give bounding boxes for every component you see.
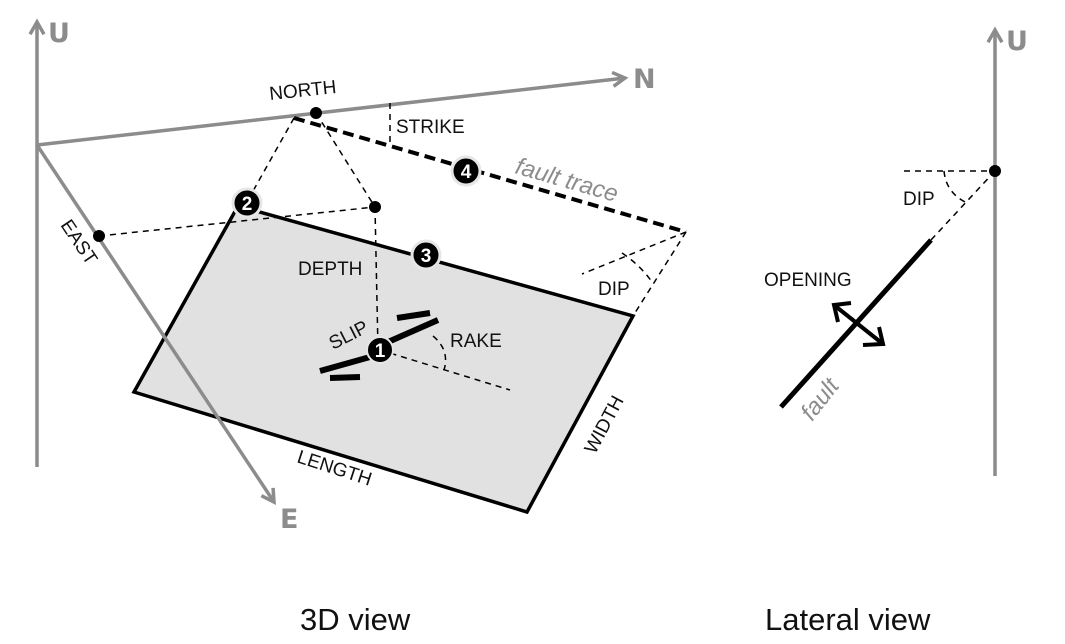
svg-text:2: 2	[242, 194, 253, 215]
lateral-construction-lines	[904, 170, 996, 241]
caption-lateral-view: Lateral view	[765, 602, 931, 637]
lateral-surface-dot	[989, 165, 1001, 177]
east-label: EAST	[56, 216, 101, 269]
svg-text:1: 1	[375, 341, 386, 362]
panel-lateral-view: U DIP OPENING fault Lateral view	[764, 26, 1028, 637]
east-axis-label: E	[280, 504, 298, 535]
north-label: NORTH	[268, 77, 337, 105]
east-axis	[35, 144, 276, 505]
rake-label: RAKE	[450, 331, 502, 352]
north-projection-dot	[310, 107, 322, 119]
opening-arrow	[831, 301, 886, 347]
lateral-up-axis-label: U	[1006, 26, 1028, 57]
caption-3d-view: 3D view	[300, 602, 411, 637]
north-axis	[36, 70, 629, 147]
lateral-dip-label: DIP	[903, 189, 935, 210]
dip-label-3d: DIP	[598, 279, 630, 300]
fault-trace-label: fault trace	[512, 153, 621, 208]
badge-3: 3	[410, 239, 442, 271]
fault-trace-line	[293, 116, 687, 234]
svg-text:3: 3	[421, 246, 432, 267]
badge-2: 2	[231, 187, 263, 219]
panel-3d-view: U N E NORTH STRI	[28, 18, 687, 637]
badge-1: 1	[366, 336, 394, 364]
depth-label: DEPTH	[298, 259, 362, 280]
north-axis-label: N	[633, 64, 656, 95]
opening-label: OPENING	[764, 270, 852, 291]
slip-arrows	[319, 310, 440, 381]
construction-lines	[98, 103, 687, 391]
up-axis-label: U	[48, 18, 70, 49]
surface-projection-dot	[369, 201, 381, 213]
badge-4: 4	[450, 155, 482, 187]
svg-text:4: 4	[461, 162, 472, 183]
strike-label: STRIKE	[396, 117, 465, 138]
east-projection-dot	[93, 230, 105, 242]
